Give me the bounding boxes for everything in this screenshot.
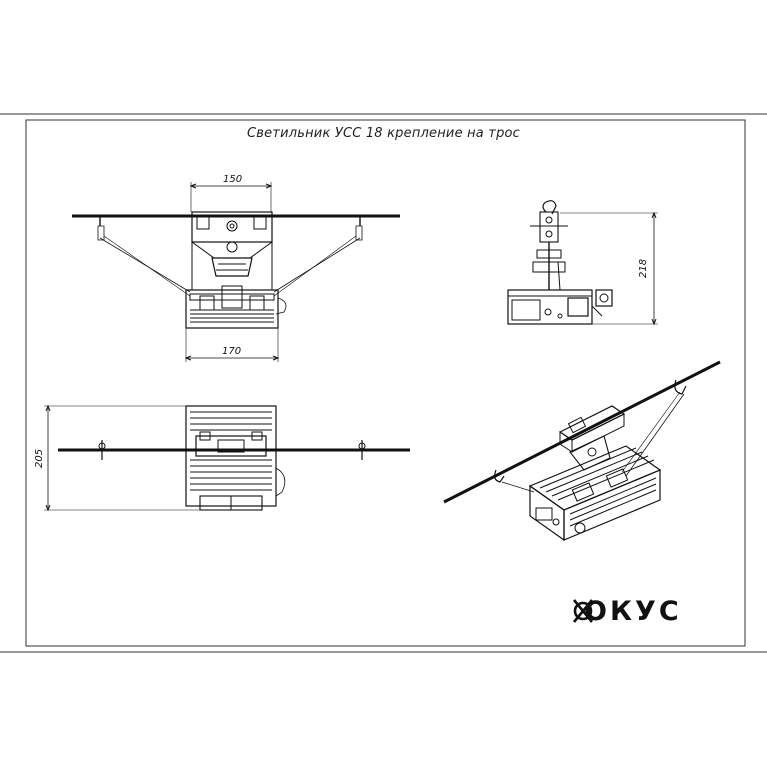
sheet-frame (0, 113, 767, 653)
drawing-title: Светильник УСС 18 крепление на трос (246, 126, 521, 141)
top-view (72, 182, 400, 362)
dimension-top-width: 150 (223, 174, 242, 185)
dimension-bottom-width: 170 (222, 346, 241, 357)
company-logo-text: ОКУС (584, 596, 682, 627)
side-view (507, 200, 658, 326)
dimension-side-height: 218 (638, 259, 649, 278)
dimension-front-height: 205 (34, 449, 45, 468)
isometric-view (443, 360, 721, 542)
front-view (44, 404, 410, 512)
focus-logo-icon (572, 599, 594, 623)
